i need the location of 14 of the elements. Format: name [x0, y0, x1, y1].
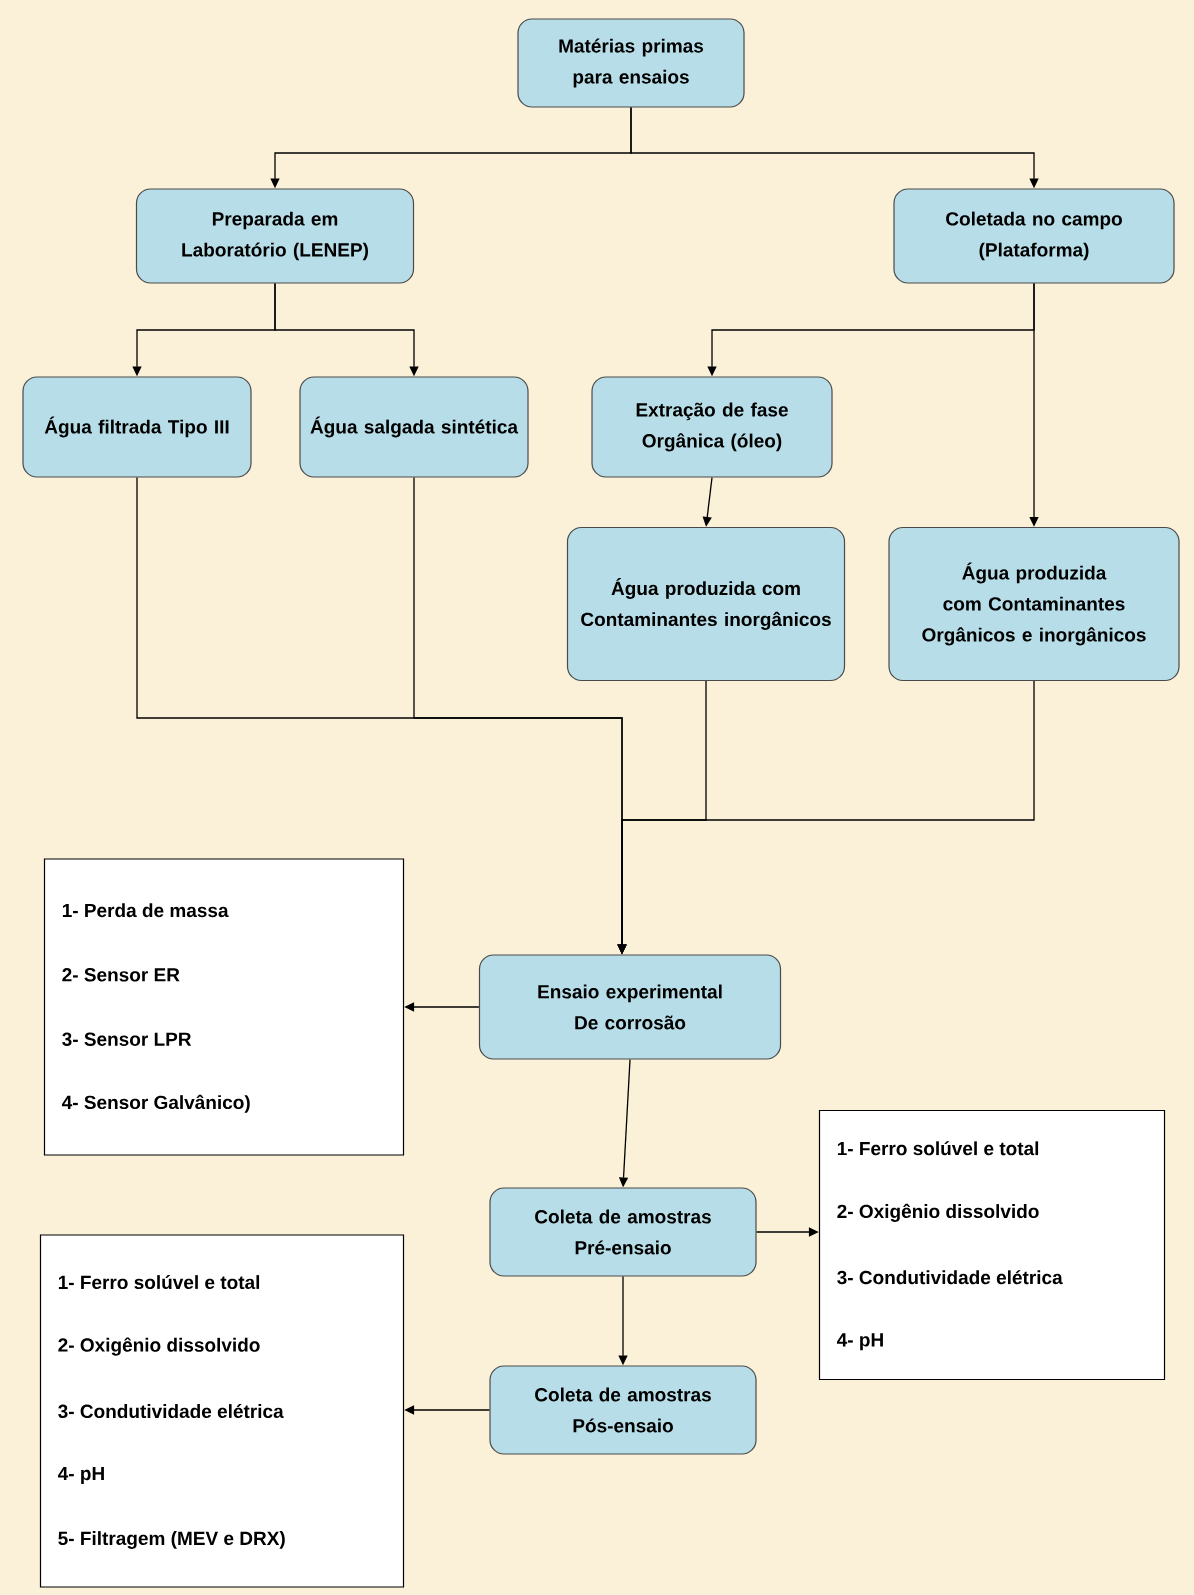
list-box: 1- Perda de massa 2- Sensor ER 3- Sensor LPR 4- Sensor Galvânico): [43, 858, 405, 1156]
process-box: Água produzida com Contaminantes inorgânicos: [566, 526, 846, 682]
process-box: Matérias primas para ensaios: [517, 18, 745, 108]
list-box: 1- Ferro solúvel e total 2- Oxigênio dissolvido 3- Condutividade elétrica 4- pH 5- Filtragem (MEV e DRX): [39, 1234, 405, 1588]
process-box: Água produzida com Contaminantes Orgânicos e inorgânicos: [888, 526, 1180, 682]
process-box: Água salgada sintética: [299, 376, 529, 478]
list-box: 1- Ferro solúvel e total 2- Oxigênio dissolvido 3- Condutividade elétrica 4- pH: [818, 1109, 1166, 1381]
process-box: Coleta de amostras Pós-ensaio: [489, 1365, 757, 1455]
process-box: Ensaio experimental De corrosão: [478, 954, 782, 1060]
process-box: Coleta de amostras Pré-ensaio: [489, 1187, 757, 1277]
process-box: Extração de fase Orgânica (óleo): [591, 376, 833, 478]
process-box: Preparada em Laboratório (LENEP): [135, 188, 415, 284]
process-box: Coletada no campo (Plataforma): [893, 188, 1175, 284]
process-box: Água filtrada Tipo III: [22, 376, 252, 478]
